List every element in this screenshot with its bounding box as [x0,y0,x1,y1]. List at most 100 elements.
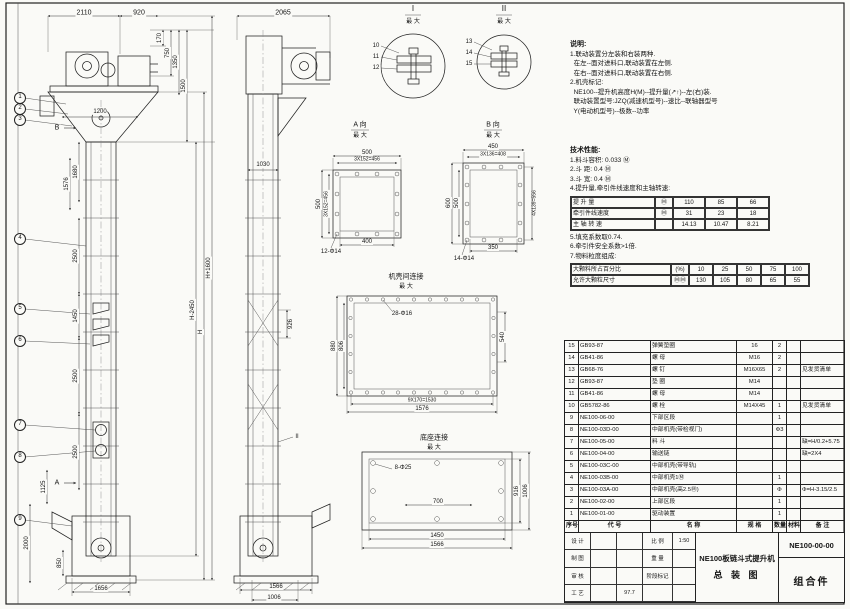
bom-cell: 12 [565,377,579,389]
title-block-main: NE100板链斗式提升机 总 装 图 [696,533,779,602]
bom-cell [787,485,801,497]
title-block-cell [591,584,617,602]
bom-cell: 5 [565,461,579,473]
bom-cell: 下部区段 [651,413,737,425]
note-line: 联动装置型号:JZQ(减速机型号)--速比--联轴器型号 [570,98,718,105]
bom-cell [787,461,801,473]
bom-cell [737,485,773,497]
bom-cell [737,461,773,473]
granularity-cell: 130 [689,275,713,286]
performance-cell: 主 轴 转 速 [571,218,655,230]
title-block-cell: 重 量 [643,550,673,568]
title-block-cell: 设 计 [565,533,591,551]
bom-cell [801,509,845,521]
performance-cell [655,218,673,230]
bom-cell: 7 [565,437,579,449]
bom-cell: 螺 栓 [651,401,737,413]
bom-cell: NE100-03D-00 [579,425,651,437]
bom-cell: 15 [565,341,579,353]
bom-cell: GB68-76 [579,365,651,377]
bom-cell: 4 [565,473,579,485]
bom-cell [787,401,801,413]
performance-cell: 18 [737,207,769,219]
granularity-cell: ⓂⓂ [671,275,689,286]
performance-cell: 提 升 量 [571,196,655,208]
bom-cell [801,497,845,509]
tech-line: 4.提升量,牵引件线速度和主轴转速: [570,185,671,192]
bom-cell: NE100-01-00 [579,509,651,521]
granularity-cell: 75 [761,264,785,275]
bom-cell: NE100-03A-00 [579,485,651,497]
drawing-subtitle: 总 装 图 [713,570,761,580]
performance-cell: Ⓜ [655,196,673,208]
tech-lines: 5.填充系数取0.74.6.牵引件安全系数>1倍.7.物料粒度组成: [570,233,810,262]
bom-cell [737,413,773,425]
title-block-row: 审 核阶段标记 [565,567,695,585]
bom-cell: 见发货清单 [801,365,845,377]
bom-cell [737,449,773,461]
performance-cell: 85 [705,196,737,208]
performance-cell: 8.21 [737,218,769,230]
bom-cell: 1 [773,401,787,413]
tech-title: 技术性能: [570,147,601,154]
title-block-cell [591,550,617,568]
granularity-cell: 55 [785,275,809,286]
title-block-cell [673,568,695,585]
bom-cell [801,425,845,437]
bom-cell [737,425,773,437]
bom-cell: 2 [773,353,787,365]
bom-cell: 2 [773,341,787,353]
bom-cell [773,377,787,389]
bom-cell: M16X65 [737,365,773,377]
bom-cell: 9 [565,413,579,425]
bom-cell: M14 [737,389,773,401]
bom-cell: 11 [565,389,579,401]
note-line: 在左--面对进料口,联动装置在左侧. [570,60,673,67]
bom-cell: 输送链 [651,449,737,461]
title-block-cell [617,533,643,551]
performance-cell: 23 [705,207,737,219]
bom-cell: 缺=H/0.2+5.75 [801,437,845,449]
title-block-cell [591,567,617,585]
bom-cell [801,413,845,425]
bom-cell: GB41-86 [579,389,651,401]
bom-cell: 2 [565,497,579,509]
bom-cell: 10 [565,401,579,413]
title-block-cell [643,584,673,602]
granularity-cell: 50 [737,264,761,275]
bom-cell [801,389,845,401]
bom-cell [801,461,845,473]
bom-cell: 中部机壳(带导轨) [651,461,737,473]
bom-cell: M14 [737,377,773,389]
bom-cell [787,437,801,449]
bom-cell [773,461,787,473]
bom-cell: 螺 母 [651,389,737,401]
granularity-cell: 105 [713,275,737,286]
note-line: Y(电动机型号)--极数--功率 [570,107,650,115]
notes-lines: 1.联动装置分左装和右装两种. 在左--面对进料口,联动装置在左侧. 在右--面… [570,50,718,117]
bom-cell [787,413,801,425]
bom-cell: 中部机壳(高2.5Ⓜ) [651,485,737,497]
granularity-cell: 允许大颗粒尺寸 [571,275,671,286]
performance-cell: 31 [673,207,705,219]
bom-cell: 1 [565,509,579,521]
bom-cell: NE100-05-00 [579,437,651,449]
tech-line: 3.斗 宽: 0.4 Ⓜ [570,175,612,183]
performance-cell: 14.13 [673,218,705,230]
granularity-cell: 25 [713,264,737,275]
bom-cell [787,377,801,389]
bom-cell: 见发货清单 [801,401,845,413]
